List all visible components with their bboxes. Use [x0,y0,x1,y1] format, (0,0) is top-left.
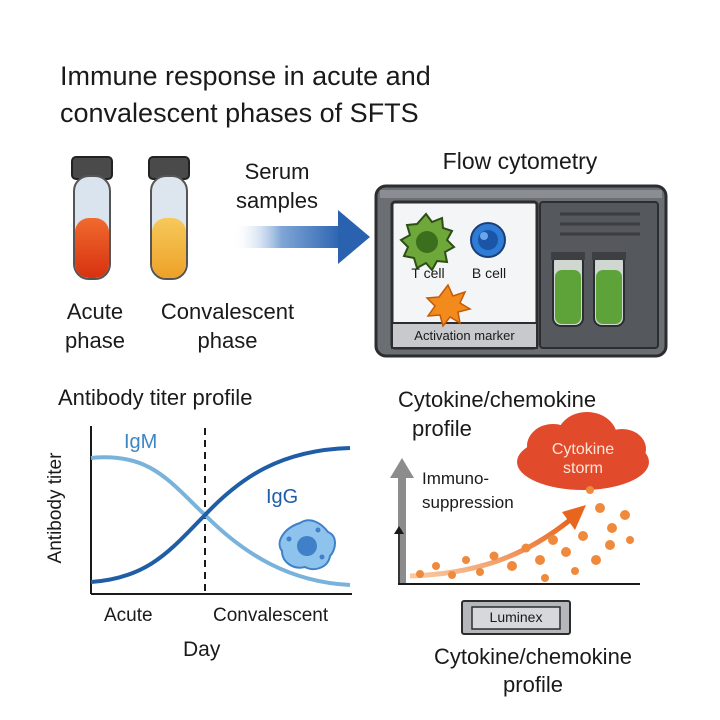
acute-tube-icon [71,156,113,280]
immunosuppression-label: Immuno- suppression [422,467,514,515]
igm-label: IgM [124,431,158,453]
immunosuppression-arrow-icon [398,475,406,583]
convalescent-axis-label: Convalescent [213,605,329,626]
luminex-device-icon [461,600,571,635]
luminex-label: Luminex [489,609,543,625]
storm-line-2: storm [563,460,603,477]
cytokine-trend-arrow [409,518,572,579]
igg-label: IgG [266,486,299,508]
acute-label-line-1: Acute [66,299,124,324]
antibody-section-title: Antibody titer profile [58,385,253,410]
storm-line-1: Cytokine [551,441,615,458]
convalescent-tube-icon [148,156,190,280]
activation-marker-icon [425,283,472,328]
cytokine-storm-cloud-icon [517,412,649,490]
bottom-title-line-2: profile [503,672,563,697]
acute-phase-label: Acute phase [45,297,145,355]
cytokine-title-line-1: Cytokine/chemokine [398,387,597,412]
acute-label-line-2: phase [65,328,125,353]
title-line-1: Immune response in acute and [60,61,431,91]
title-line-2: convalescent phases of SFTS [60,98,419,128]
serum-arrow-icon [232,210,370,264]
b-cell-label: B cell [471,265,507,281]
acute-axis-label: Acute [104,605,153,626]
activation-marker-label: Activation marker [414,328,515,343]
cytokine-chart [390,458,640,585]
flow-cytometry-title: Flow cytometry [442,148,598,174]
bottom-title-line-1: Cytokine/chemokine [433,644,633,669]
serum-line-1: Serum [244,159,310,184]
page-title: Immune response in acute and convalescen… [60,58,660,132]
antibody-y-label: Antibody titer [45,452,66,564]
immuno-line-2: suppression [422,493,514,512]
t-cell-icon [399,212,456,272]
cytokine-section-title: Cytokine/chemokine profile [398,385,596,443]
cytokine-bottom-title: Cytokine/chemokine profile [398,643,668,699]
cytokine-dots [416,486,634,582]
antibody-titer-chart [90,426,352,595]
convalescent-phase-label: Convalescent phase [140,297,315,355]
cytokine-title-line-2: profile [412,416,472,441]
immuno-line-1: Immuno- [422,469,490,488]
serum-samples-label: Serum samples [222,157,332,215]
conv-label-line-2: phase [197,328,258,353]
t-cell-label: T cell [411,265,445,281]
igg-curve [90,446,351,584]
day-axis-label: Day [183,638,221,661]
virus-icon [278,519,336,571]
b-cell-icon [470,222,506,258]
cytokine-storm-label: Cytokine storm [530,440,636,478]
serum-line-2: samples [236,188,318,213]
conv-label-line-1: Convalescent [160,299,295,324]
